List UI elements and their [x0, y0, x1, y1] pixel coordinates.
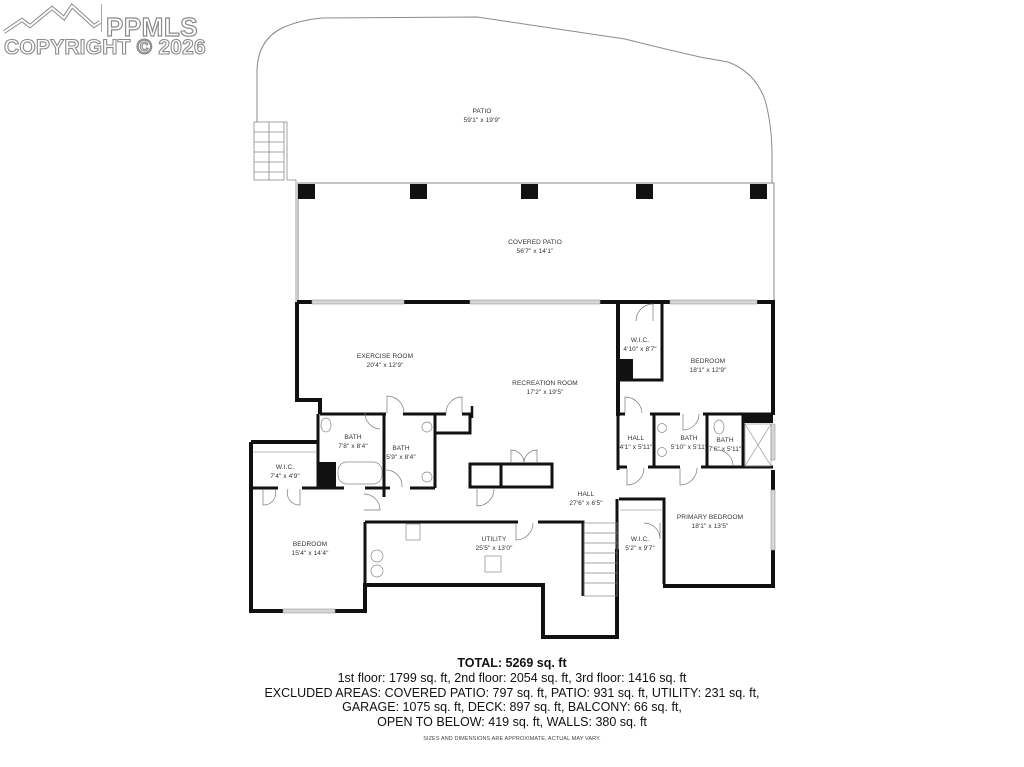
room-dims: 5'2" x 9'7" [625, 545, 655, 552]
room-label-bath-3: BATH 5'10" x 5'11" [671, 434, 707, 452]
room-label-hall-1: HALL 4'1" x 5'11" [620, 434, 653, 452]
room-label-wic-2: W.I.C. 7'4" x 4'9" [270, 463, 300, 481]
total-area: TOTAL: 5269 sq. ft [457, 656, 567, 670]
patio-outline [256, 16, 773, 183]
room-name: BEDROOM [292, 541, 328, 548]
interior-walls [251, 302, 773, 596]
room-name: HALL [577, 491, 595, 498]
room-name: RECREATION ROOM [512, 380, 578, 387]
room-dims: 7'8" x 8'4" [338, 443, 368, 450]
room-name: W.I.C. [630, 337, 650, 344]
room-label-hall-2: HALL 27'6" x 6'5" [569, 490, 602, 508]
windows [282, 299, 776, 614]
room-dims: 20'4" x 12'9" [366, 362, 404, 369]
room-name: BATH [716, 437, 734, 444]
room-name: BATH [680, 435, 698, 442]
excluded-areas-line-2: GARAGE: 1075 sq. ft, DECK: 897 sq. ft, B… [342, 700, 682, 714]
disclaimer: SIZES AND DIMENSIONS ARE APPROXIMATE, AC… [423, 736, 601, 742]
room-label-bath-2: BATH 5'9" x 8'4" [386, 444, 416, 462]
room-name: UTILITY [481, 536, 507, 543]
room-dims: 4'1" x 5'11" [619, 444, 653, 451]
room-name: PRIMARY BEDROOM [676, 514, 744, 521]
room-name: BATH [392, 445, 410, 452]
area-summary: TOTAL: 5269 sq. ft 1st floor: 1799 sq. f… [0, 656, 1024, 742]
room-label-exercise-room: EXERCISE ROOM 20'4" x 12'9" [357, 352, 413, 370]
room-dims: 4'10" x 8'7" [623, 346, 657, 353]
watermark-brand: PPMLS [105, 11, 199, 42]
room-label-primary-bedroom: PRIMARY BEDROOM 18'1" x 13'5" [677, 513, 743, 531]
room-dims: 25'5" x 13'0" [475, 545, 513, 552]
room-name: COVERED PATIO [508, 239, 562, 246]
excluded-areas-line-1: EXCLUDED AREAS: COVERED PATIO: 797 sq. f… [264, 685, 760, 700]
room-dims: 27'6" x 6'5" [569, 500, 603, 507]
patio-stairs [253, 121, 297, 302]
doors [262, 303, 734, 541]
room-label-recreation-room: RECREATION ROOM 17'2" x 19'5" [512, 379, 578, 397]
room-dims: 7'6" x 5'11" [708, 446, 742, 453]
wall-blocks [318, 359, 773, 488]
room-label-covered-patio: COVERED PATIO 56'7" x 14'1" [508, 238, 562, 256]
excluded-areas-line-3: OPEN TO BELOW: 419 sq. ft, WALLS: 380 sq… [377, 714, 647, 729]
room-dims: 15'4" x 14'4" [291, 550, 329, 557]
room-dims: 59'1" x 19'9" [463, 117, 501, 124]
room-name: HALL [627, 435, 645, 442]
room-label-utility: UTILITY 25'5" x 13'0" [476, 535, 513, 553]
room-label-bedroom-1: BEDROOM 18'1" x 12'9" [690, 357, 727, 375]
room-name: BEDROOM [690, 358, 726, 365]
room-label-bath-4: BATH 7'6" x 5'11" [709, 436, 742, 454]
mountain-logo-icon [2, 2, 102, 34]
shower [744, 423, 772, 467]
interior-stairs [583, 522, 618, 597]
room-dims: 17'2" x 19'5" [526, 389, 564, 396]
room-label-bedroom-2: BEDROOM 15'4" x 14'4" [292, 540, 329, 558]
room-name: W.I.C. [630, 536, 650, 543]
room-name: PATIO [472, 108, 492, 115]
room-label-wic-1: W.I.C. 4'10" x 8'7" [623, 336, 656, 354]
room-name: EXERCISE ROOM [356, 353, 414, 360]
fixtures [253, 417, 725, 578]
room-dims: 5'10" x 5'11" [670, 444, 708, 451]
room-name: BATH [344, 434, 362, 441]
room-label-patio: PATIO 59'1" x 19'9" [464, 107, 501, 125]
room-dims: 7'4" x 4'9" [270, 473, 300, 480]
room-dims: 18'1" x 13'5" [691, 523, 729, 530]
room-label-bath-1: BATH 7'8" x 8'4" [338, 433, 368, 451]
room-dims: 18'1" x 12'9" [689, 367, 727, 374]
ppmls-watermark: PPMLS COPYRIGHT © 2026 [2, 2, 212, 60]
patio-columns [298, 184, 767, 199]
room-label-wic-3: W.I.C. 5'2" x 9'7" [625, 535, 655, 553]
watermark-copyright: COPYRIGHT © 2026 [3, 35, 206, 59]
room-dims: 5'9" x 8'4" [386, 454, 416, 461]
room-dims: 56'7" x 14'1" [516, 248, 554, 255]
floor-areas: 1st floor: 1799 sq. ft, 2nd floor: 2054 … [337, 671, 687, 685]
room-name: W.I.C. [275, 464, 295, 471]
